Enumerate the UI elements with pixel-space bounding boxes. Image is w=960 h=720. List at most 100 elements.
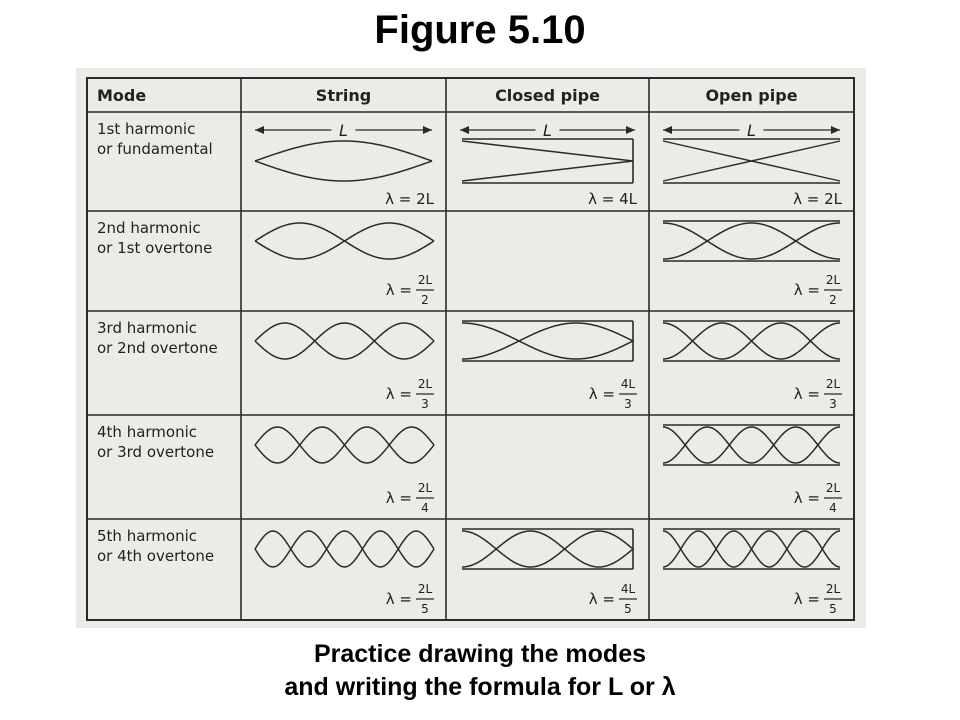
string-wave-upper <box>254 322 435 360</box>
string-wave-lower <box>254 530 435 568</box>
mode-label-line1: 3rd harmonic <box>97 319 197 337</box>
closed-pipe-wave-lower <box>461 322 634 360</box>
open-pipe-diagram: 2L 2 λ = <box>662 220 842 307</box>
header-closed-pipe: Closed pipe <box>495 86 600 105</box>
string-mode-diagram: Lλ = 2L <box>254 121 435 208</box>
mode-label-line2: or 2nd overtone <box>97 339 218 357</box>
header-open-pipe: Open pipe <box>705 86 797 105</box>
open-pipe-wave-lower <box>662 222 841 260</box>
formula-denominator: 3 <box>624 397 632 411</box>
arrowhead-right-icon <box>831 126 840 134</box>
open-pipe-envelope-b <box>662 140 841 182</box>
length-label: L <box>747 121 756 140</box>
mode-label-line1: 2nd harmonic <box>97 219 201 237</box>
mode-label-line2: or 4th overtone <box>97 547 214 565</box>
mode-label-line2: or 3rd overtone <box>97 443 214 461</box>
open-pipe-wave-upper <box>662 426 841 464</box>
string-wave-lower <box>254 222 435 260</box>
arrowhead-left-icon <box>255 126 264 134</box>
formula-prefix: λ = <box>589 590 615 608</box>
wavelength-formula: λ = 2L <box>793 190 843 208</box>
formula-denominator: 5 <box>624 602 632 616</box>
formula-prefix: λ = <box>794 489 820 507</box>
arrowhead-left-icon <box>460 126 469 134</box>
formula-prefix: λ = <box>589 385 615 403</box>
closed-pipe-wave-upper <box>461 322 634 360</box>
length-label: L <box>339 121 348 140</box>
formula-prefix: λ = <box>794 590 820 608</box>
table-grid <box>86 77 855 621</box>
table-header-row: Mode String Closed pipe Open pipe <box>97 86 798 105</box>
formula-denominator: 4 <box>421 501 429 515</box>
string-mode-diagram: 2L 3 λ = <box>254 322 435 411</box>
formula-numerator: 2L <box>826 582 841 596</box>
string-mode-diagram: 2L 4 λ = <box>254 426 435 515</box>
closed-pipe-wave-upper <box>461 530 634 568</box>
string-wave-upper <box>254 140 433 162</box>
formula-numerator: 2L <box>418 377 433 391</box>
open-pipe-wave-upper <box>662 222 841 260</box>
mode-label-line1: 4th harmonic <box>97 423 197 441</box>
wavelength-formula: λ = 4L <box>588 190 638 208</box>
mode-label-line1: 5th harmonic <box>97 527 197 545</box>
formula-numerator: 2L <box>418 582 433 596</box>
open-pipe-diagram: 2L 4 λ = <box>662 424 842 515</box>
formula-denominator: 2 <box>421 293 429 307</box>
formula-prefix: λ = <box>794 281 820 299</box>
formula-prefix: λ = <box>386 590 412 608</box>
caption-line-1: Practice drawing the modes <box>313 640 647 668</box>
formula-denominator: 3 <box>829 397 837 411</box>
harmonics-table: Mode String Closed pipe Open pipe 1st harmo… <box>86 77 855 621</box>
closed-pipe-wave-lower <box>461 530 634 568</box>
formula-denominator: 3 <box>421 397 429 411</box>
header-string: String <box>316 86 371 105</box>
arrowhead-left-icon <box>663 126 672 134</box>
open-pipe-wave-lower <box>662 322 841 360</box>
formula-prefix: λ = <box>386 385 412 403</box>
string-wave-lower <box>254 426 435 464</box>
header-mode: Mode <box>97 86 146 105</box>
formula-denominator: 2 <box>829 293 837 307</box>
formula-numerator: 2L <box>418 273 433 287</box>
figure-title: Figure 5.10 <box>374 8 586 52</box>
mode-label-line2: or fundamental <box>97 140 213 158</box>
formula-numerator: 2L <box>418 481 433 495</box>
open-pipe-wave-lower <box>662 530 841 568</box>
table-row: 2nd harmonic or 1st overtone 2L 2 λ = 2L 2 λ = <box>97 219 842 307</box>
formula-numerator: 2L <box>826 377 841 391</box>
formula-denominator: 5 <box>829 602 837 616</box>
open-pipe-diagram: 2L 5 λ = <box>662 528 842 616</box>
formula-numerator: 2L <box>826 481 841 495</box>
scanned-table-background <box>76 68 866 628</box>
arrowhead-right-icon <box>626 126 635 134</box>
table-border <box>86 77 855 621</box>
pressure-envelope-lower <box>461 160 634 182</box>
mode-label-line2: or 1st overtone <box>97 239 212 257</box>
formula-prefix: λ = <box>386 281 412 299</box>
formula-numerator: 4L <box>621 582 636 596</box>
open-pipe-diagram: 2L 3 λ = <box>662 320 842 411</box>
string-mode-diagram: 2L 2 λ = <box>254 222 435 307</box>
formula-prefix: λ = <box>794 385 820 403</box>
closed-pipe-diagram: Lλ = 4L <box>460 121 638 208</box>
formula-numerator: 2L <box>826 273 841 287</box>
closed-pipe-diagram: 4L 3 λ = <box>461 320 637 411</box>
formula-prefix: λ = <box>386 489 412 507</box>
mode-label-line1: 1st harmonic <box>97 120 195 138</box>
length-label: L <box>543 121 552 140</box>
string-mode-diagram: 2L 5 λ = <box>254 530 435 616</box>
table-row: 4th harmonic or 3rd overtone 2L 4 λ = 2L 4 λ = <box>97 423 842 515</box>
open-pipe-diagram: Lλ = 2L <box>662 121 843 208</box>
string-wave-upper <box>254 530 435 568</box>
caption-line-2: and writing the formula for L or λ <box>284 673 676 701</box>
formula-denominator: 4 <box>829 501 837 515</box>
formula-numerator: 4L <box>621 377 636 391</box>
formula-denominator: 5 <box>421 602 429 616</box>
closed-pipe-diagram: 4L 5 λ = <box>461 528 637 616</box>
string-wave-lower <box>254 322 435 360</box>
string-wave-lower <box>254 160 433 182</box>
